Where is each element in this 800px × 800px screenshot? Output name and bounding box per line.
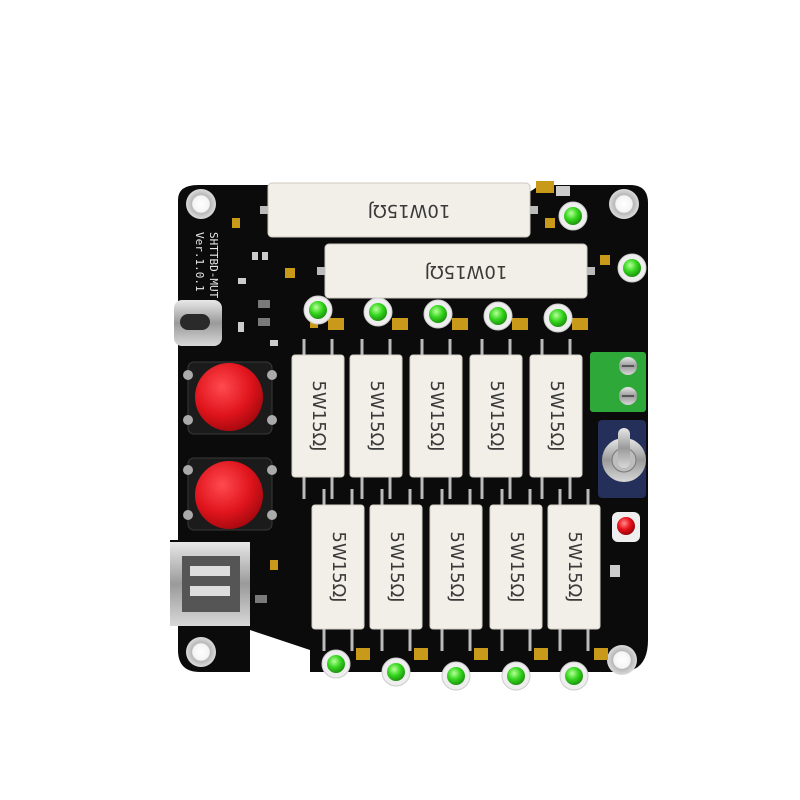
small-resistor-bottom-2: 5W15ΩJ	[369, 489, 423, 651]
green-led-group	[303, 201, 647, 691]
small-resistor-label: 5W15ΩJ	[506, 531, 527, 602]
small-resistor-top-3: 5W15ΩJ	[409, 339, 463, 499]
green-led-2	[617, 253, 647, 283]
green-led-12	[559, 661, 589, 691]
silkscreen-board-name: SHTTBD-MUT	[207, 232, 220, 299]
usb-c-port	[174, 300, 222, 346]
green-led-11	[501, 661, 531, 691]
green-led-6	[483, 301, 513, 331]
small-resistor-label: 5W15ΩJ	[546, 380, 567, 451]
small-resistor-bottom-1: 5W15ΩJ	[311, 489, 365, 651]
silkscreen-version: Ver.1.0.1	[193, 232, 206, 292]
small-resistor-row-top: 5W15ΩJ 5W15ΩJ 5W15ΩJ 5W15ΩJ 5W15ΩJ	[291, 339, 583, 499]
jumper-headers	[328, 181, 608, 660]
large-resistor-label: 10W15ΩJ	[425, 261, 508, 282]
small-resistor-label: 5W15ΩJ	[386, 531, 407, 602]
small-resistor-label: 5W15ΩJ	[446, 531, 467, 602]
mount-hole-bottom-right	[607, 645, 637, 675]
large-resistor-2: 10W15ΩJ	[317, 243, 595, 299]
small-resistor-bottom-5: 5W15ΩJ	[547, 489, 601, 651]
green-led-7	[543, 303, 573, 333]
toggle-switch	[598, 420, 646, 498]
push-button-bottom	[183, 457, 277, 531]
small-resistor-top-2: 5W15ΩJ	[349, 339, 403, 499]
usb-a-port	[170, 542, 250, 626]
small-resistor-label: 5W15ΩJ	[328, 531, 349, 602]
small-resistor-top-1: 5W15ΩJ	[291, 339, 345, 499]
green-led-4	[363, 297, 393, 327]
small-resistor-label: 5W15ΩJ	[564, 531, 585, 602]
small-resistor-bottom-4: 5W15ΩJ	[489, 489, 543, 651]
small-resistor-top-4: 5W15ΩJ	[469, 339, 523, 499]
red-led	[612, 512, 640, 542]
large-resistor-group: 10W15ΩJ 10W15ΩJ	[260, 182, 595, 299]
green-led-10	[441, 661, 471, 691]
screw-terminal	[590, 352, 646, 412]
mount-hole-top-left	[186, 189, 216, 219]
green-led-1	[558, 201, 588, 231]
small-resistor-label: 5W15ΩJ	[486, 380, 507, 451]
smd-components	[232, 186, 620, 603]
green-led-5	[423, 299, 453, 329]
green-led-9	[381, 657, 411, 687]
small-resistor-label: 5W15ΩJ	[366, 380, 387, 451]
small-resistor-row-bottom: 5W15ΩJ 5W15ΩJ 5W15ΩJ 5W15ΩJ 5W15ΩJ	[311, 489, 601, 651]
small-resistor-label: 5W15ΩJ	[426, 380, 447, 451]
push-button-top	[183, 361, 277, 435]
small-resistor-top-5: 5W15ΩJ	[529, 339, 583, 499]
mount-hole-top-right	[609, 189, 639, 219]
large-resistor-1: 10W15ΩJ	[260, 182, 538, 238]
small-resistor-label: 5W15ΩJ	[308, 380, 329, 451]
large-resistor-label: 10W15ΩJ	[368, 200, 451, 221]
small-resistor-bottom-3: 5W15ΩJ	[429, 489, 483, 651]
mount-hole-bottom-left	[186, 637, 216, 667]
green-led-8	[321, 649, 351, 679]
green-led-3	[303, 295, 333, 325]
